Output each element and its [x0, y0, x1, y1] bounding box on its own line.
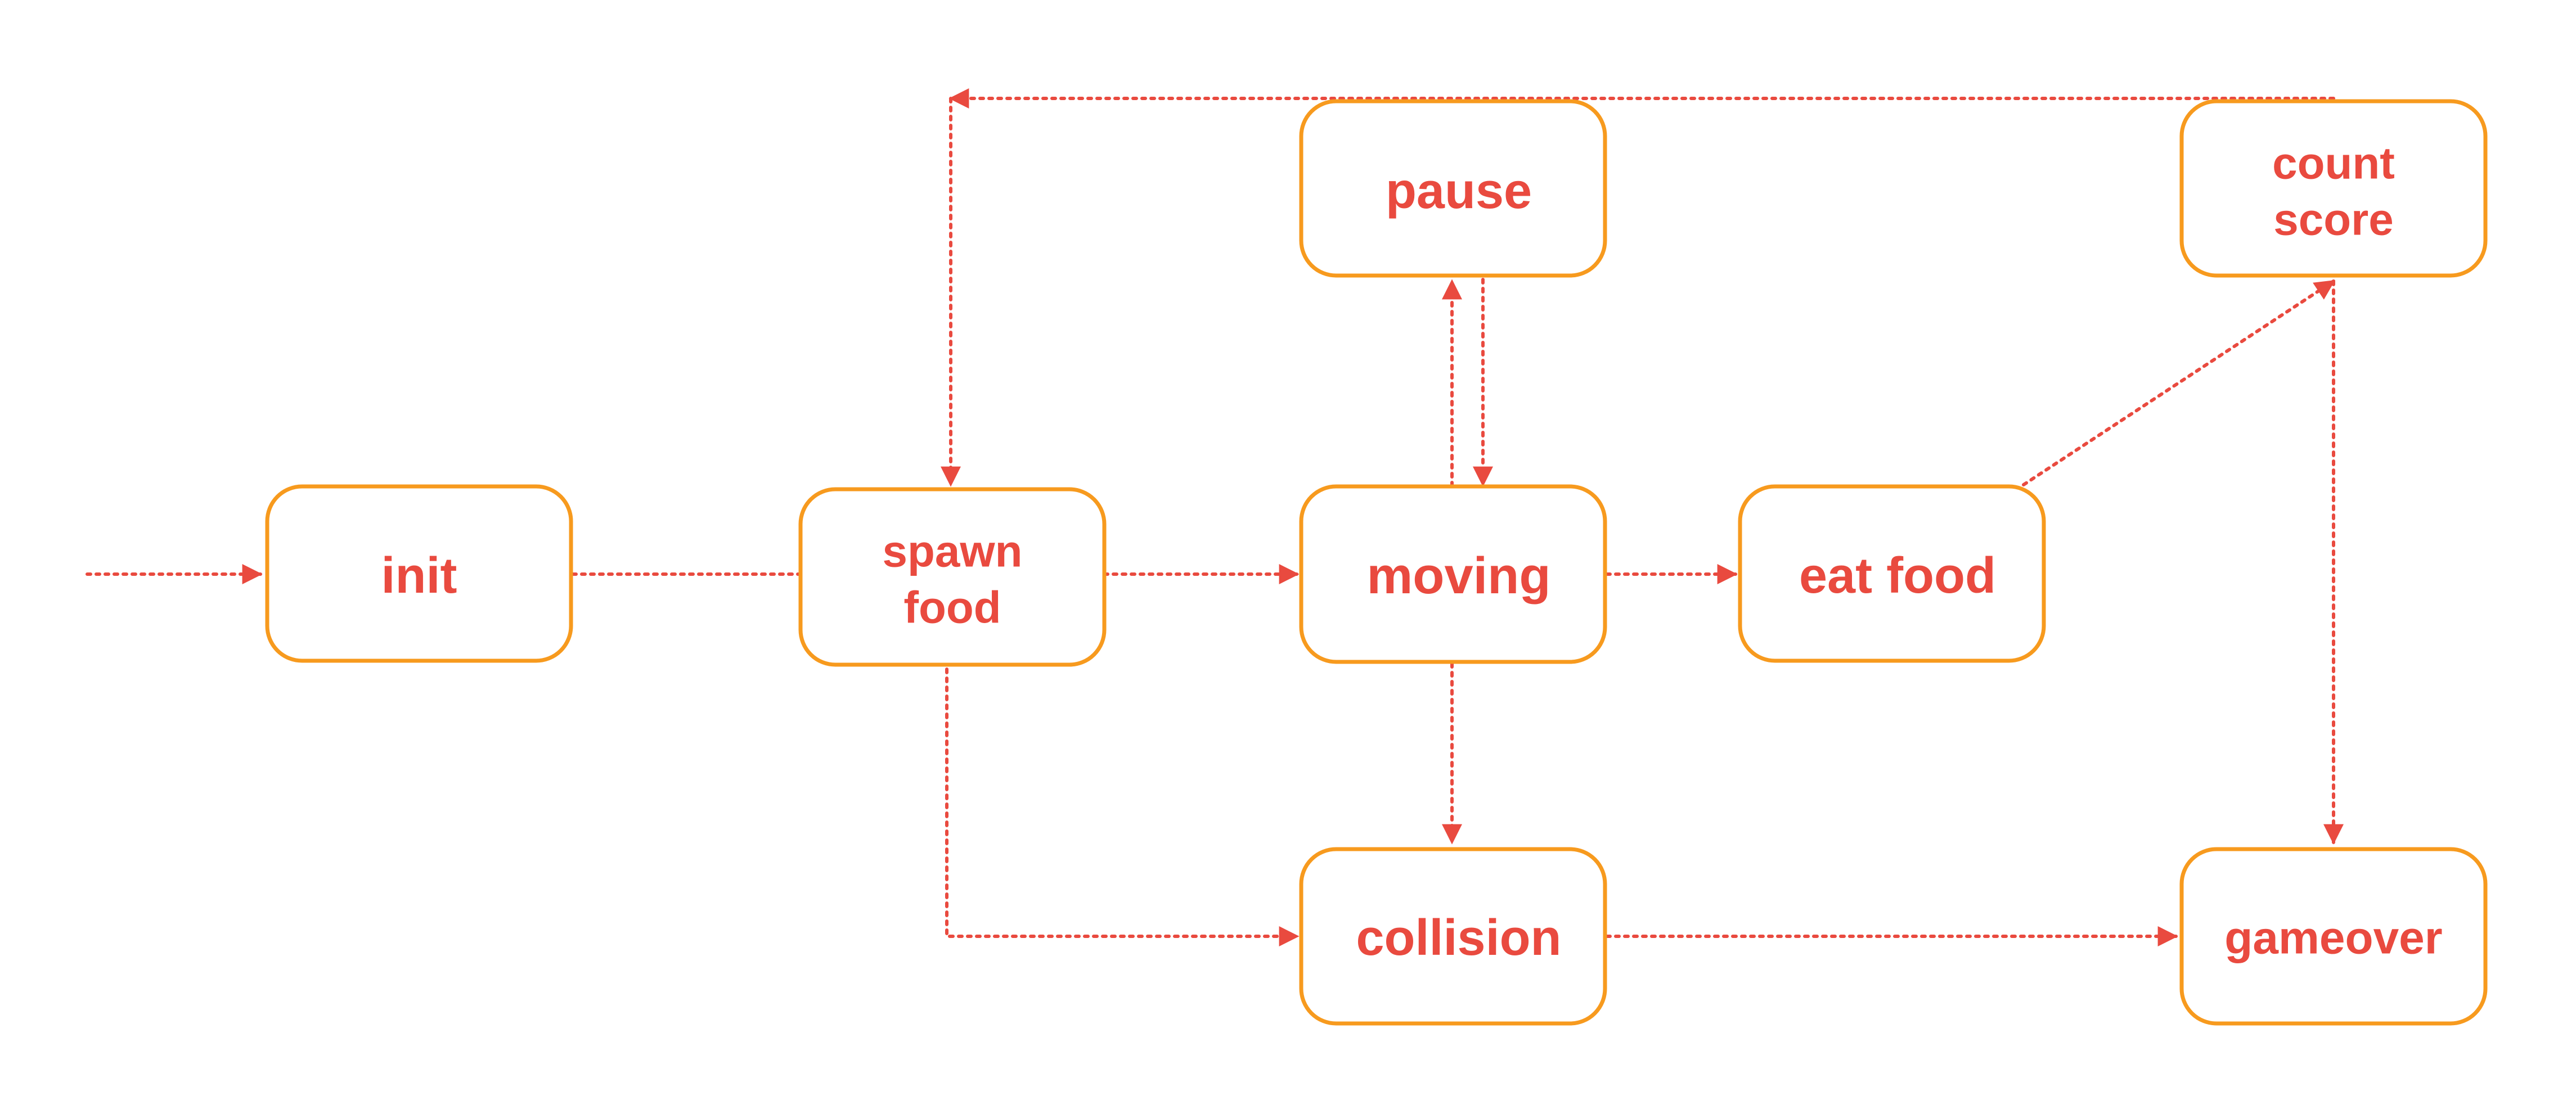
node-pause: pause	[1299, 99, 1607, 278]
node-collision-label: collision	[1356, 910, 1561, 966]
node-count-score: count score	[2179, 99, 2488, 278]
node-count-score-label-line1: count	[2272, 138, 2395, 188]
node-spawn-food-label-line2: food	[903, 583, 1001, 633]
node-spawn-food-label-line1: spawn	[883, 526, 1023, 576]
node-gameover: gameover	[2179, 847, 2488, 1026]
node-init-label: init	[381, 548, 457, 604]
node-moving: moving	[1299, 484, 1607, 664]
node-spawn-food: spawn food	[798, 487, 1107, 667]
node-eat-food-label: eat food	[1799, 548, 1996, 604]
node-count-score-label-line2: score	[2273, 195, 2393, 245]
node-pause-label: pause	[1386, 163, 1532, 219]
edges	[86, 88, 2344, 946]
node-init: init	[265, 484, 573, 663]
node-gameover-label: gameover	[2224, 913, 2442, 964]
edge-eat-food-to-count-score	[2022, 279, 2336, 486]
nodes: init spawn food moving eat food pause co…	[265, 99, 2488, 1026]
node-moving-label: moving	[1366, 547, 1550, 605]
node-collision: collision	[1299, 847, 1607, 1026]
node-eat-food: eat food	[1738, 484, 2046, 663]
edge-spawn-food-to-collision	[945, 668, 1300, 946]
